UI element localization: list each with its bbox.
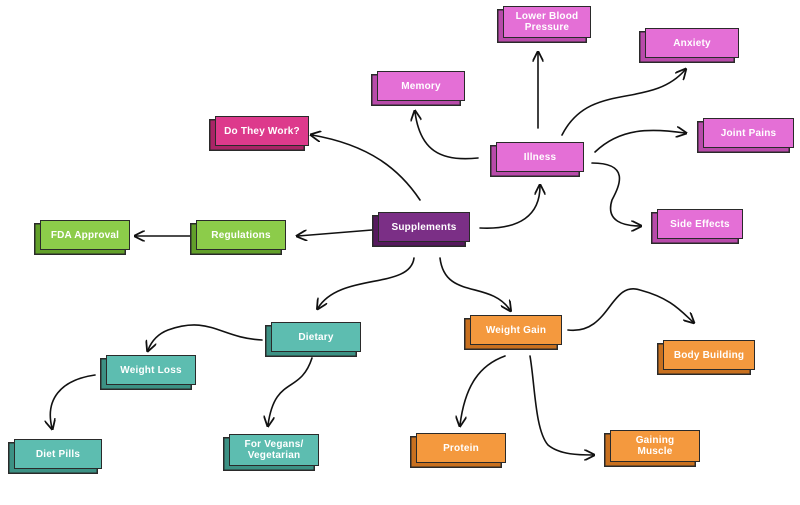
arrow-supplements-to-weight-gain bbox=[439, 257, 510, 310]
node-lower-blood-pressure: Lower Blood Pressure bbox=[503, 6, 591, 38]
arrow-illness-to-side-effects bbox=[591, 162, 640, 226]
node-joint-pains: Joint Pains bbox=[703, 118, 794, 148]
arrow-weight-gain-to-gaining-muscle bbox=[529, 355, 593, 455]
arrow-supplements-to-regulations bbox=[298, 229, 373, 236]
node-anxiety: Anxiety bbox=[645, 28, 739, 58]
arrow-weight-loss-to-diet-pills bbox=[50, 374, 96, 428]
node-dietary: Dietary bbox=[271, 322, 361, 352]
arrow-dietary-to-vegans bbox=[268, 357, 313, 425]
node-supplements: Supplements bbox=[378, 212, 470, 242]
arrow-illness-to-anxiety bbox=[561, 70, 685, 136]
node-do-they-work: Do They Work? bbox=[215, 116, 309, 146]
node-protein: Protein bbox=[416, 433, 506, 463]
node-for-vegans-vegetarian: For Vegans/ Vegetarian bbox=[229, 434, 319, 466]
node-diet-pills: Diet Pills bbox=[14, 439, 102, 469]
node-weight-loss: Weight Loss bbox=[106, 355, 196, 385]
arrow-weight-gain-to-protein bbox=[460, 355, 506, 425]
node-body-building: Body Building bbox=[663, 340, 755, 370]
node-side-effects: Side Effects bbox=[657, 209, 743, 239]
arrow-illness-to-joint-pains bbox=[594, 130, 685, 153]
arrow-supplements-to-illness bbox=[479, 186, 540, 229]
arrow-weight-gain-to-body-building bbox=[567, 287, 693, 331]
node-illness: Illness bbox=[496, 142, 584, 172]
node-weight-gain: Weight Gain bbox=[470, 315, 562, 345]
arrow-dietary-to-weight-loss bbox=[148, 324, 263, 350]
arrow-illness-to-memory bbox=[415, 112, 479, 160]
node-fda-approval: FDA Approval bbox=[40, 220, 130, 250]
node-gaining-muscle: Gaining Muscle bbox=[610, 430, 700, 462]
arrow-supplements-to-dietary bbox=[318, 257, 415, 308]
node-memory: Memory bbox=[377, 71, 465, 101]
node-regulations: Regulations bbox=[196, 220, 286, 250]
arrow-supplements-to-do-they-work bbox=[312, 135, 421, 201]
